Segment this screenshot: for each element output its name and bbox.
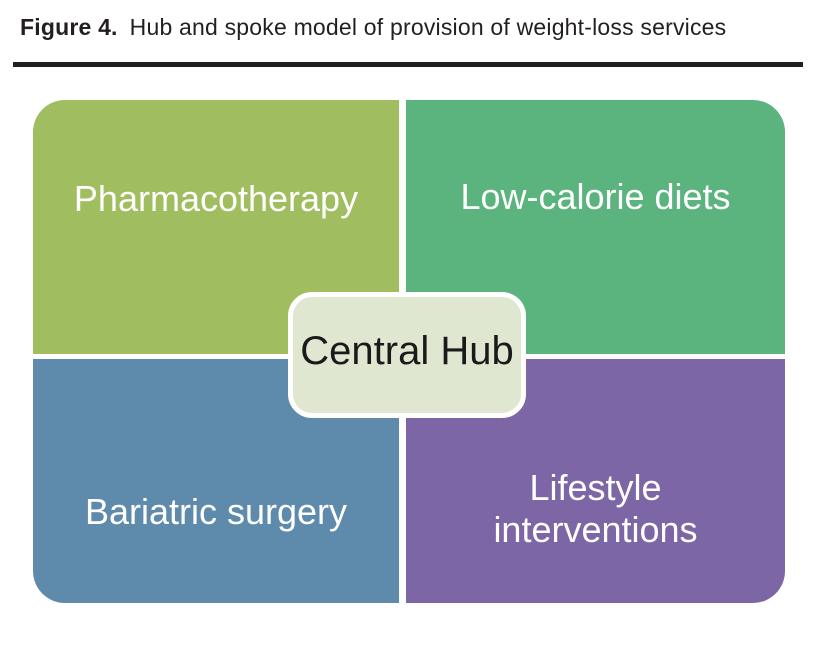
quadrant-bariatric-surgery: Bariatric surgery: [33, 359, 399, 603]
quadrant-bariatric-surgery-label: Bariatric surgery: [84, 490, 348, 532]
caption-divider-rule: [13, 62, 803, 67]
central-hub-label: Central Hub: [300, 328, 514, 373]
quadrant-pharmacotherapy-label: Pharmacotherapy: [73, 177, 359, 219]
figure-caption-text: Hub and spoke model of provision of weig…: [129, 14, 727, 40]
central-hub-box: Central Hub: [288, 292, 526, 418]
figure-number-label: Figure 4.: [20, 14, 118, 40]
quadrant-lifestyle-interventions-label: Lifestyle interventions: [493, 466, 698, 550]
quadrant-pharmacotherapy: Pharmacotherapy: [33, 100, 399, 354]
quadrant-low-calorie-diets-label: Low-calorie diets: [460, 175, 731, 217]
figure-caption: Figure 4. Hub and spoke model of provisio…: [20, 14, 726, 41]
hub-and-spoke-diagram: Pharmacotherapy Low-calorie diets Bariat…: [33, 100, 785, 603]
